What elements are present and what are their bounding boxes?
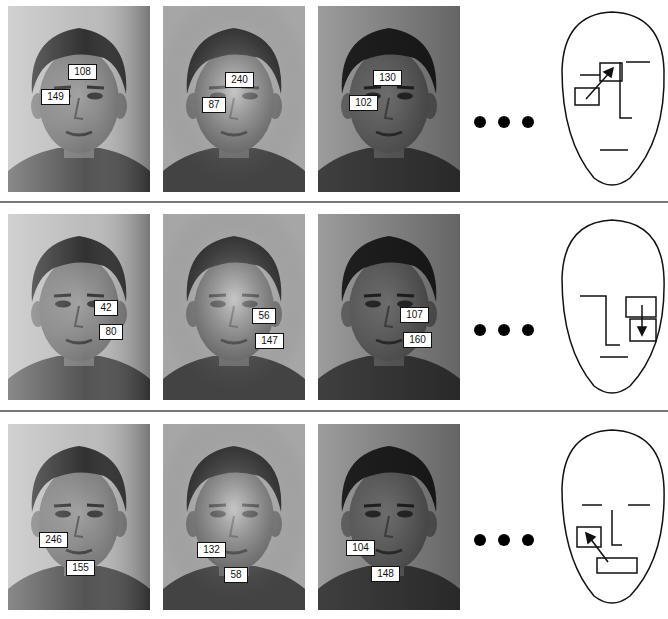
pixel-value: 107 bbox=[405, 309, 424, 321]
pixel-value: 102 bbox=[354, 97, 373, 109]
pixel-value: 87 bbox=[207, 99, 221, 111]
value-box: 80 bbox=[99, 324, 123, 340]
value-box: 149 bbox=[41, 89, 70, 105]
value-box: 155 bbox=[66, 560, 95, 576]
value-box: 132 bbox=[197, 542, 226, 558]
face-photos bbox=[8, 6, 460, 610]
pixel-value: 42 bbox=[99, 302, 113, 314]
value-box: 160 bbox=[403, 332, 432, 348]
pixel-value: 155 bbox=[71, 562, 90, 574]
pixel-value: 58 bbox=[229, 569, 243, 581]
pixel-value: 80 bbox=[104, 326, 118, 338]
pixel-value: 246 bbox=[44, 534, 63, 546]
face-schematics bbox=[562, 12, 664, 603]
pixel-value: 240 bbox=[230, 74, 249, 86]
value-box: 56 bbox=[252, 308, 276, 324]
value-box: 130 bbox=[373, 70, 402, 86]
pixel-value: 104 bbox=[351, 542, 370, 554]
pixel-value: 132 bbox=[202, 544, 221, 556]
value-box: 240 bbox=[225, 72, 254, 88]
ellipsis-dots bbox=[474, 116, 534, 546]
row-separators bbox=[0, 202, 668, 411]
value-box: 104 bbox=[346, 540, 375, 556]
value-box: 148 bbox=[371, 566, 400, 582]
pixel-value: 108 bbox=[73, 66, 92, 78]
value-box: 102 bbox=[349, 95, 378, 111]
pixel-value: 160 bbox=[408, 334, 427, 346]
value-box: 147 bbox=[255, 333, 284, 349]
pixel-value: 149 bbox=[46, 91, 65, 103]
value-box: 246 bbox=[39, 532, 68, 548]
value-box: 42 bbox=[94, 300, 118, 316]
pixel-value: 56 bbox=[257, 310, 271, 322]
value-box: 108 bbox=[68, 64, 97, 80]
pixel-value: 130 bbox=[378, 72, 397, 84]
value-box: 87 bbox=[202, 97, 226, 113]
value-box: 58 bbox=[224, 567, 248, 583]
pixel-value: 148 bbox=[376, 568, 395, 580]
pixel-value: 147 bbox=[260, 335, 279, 347]
value-box: 107 bbox=[400, 307, 429, 323]
